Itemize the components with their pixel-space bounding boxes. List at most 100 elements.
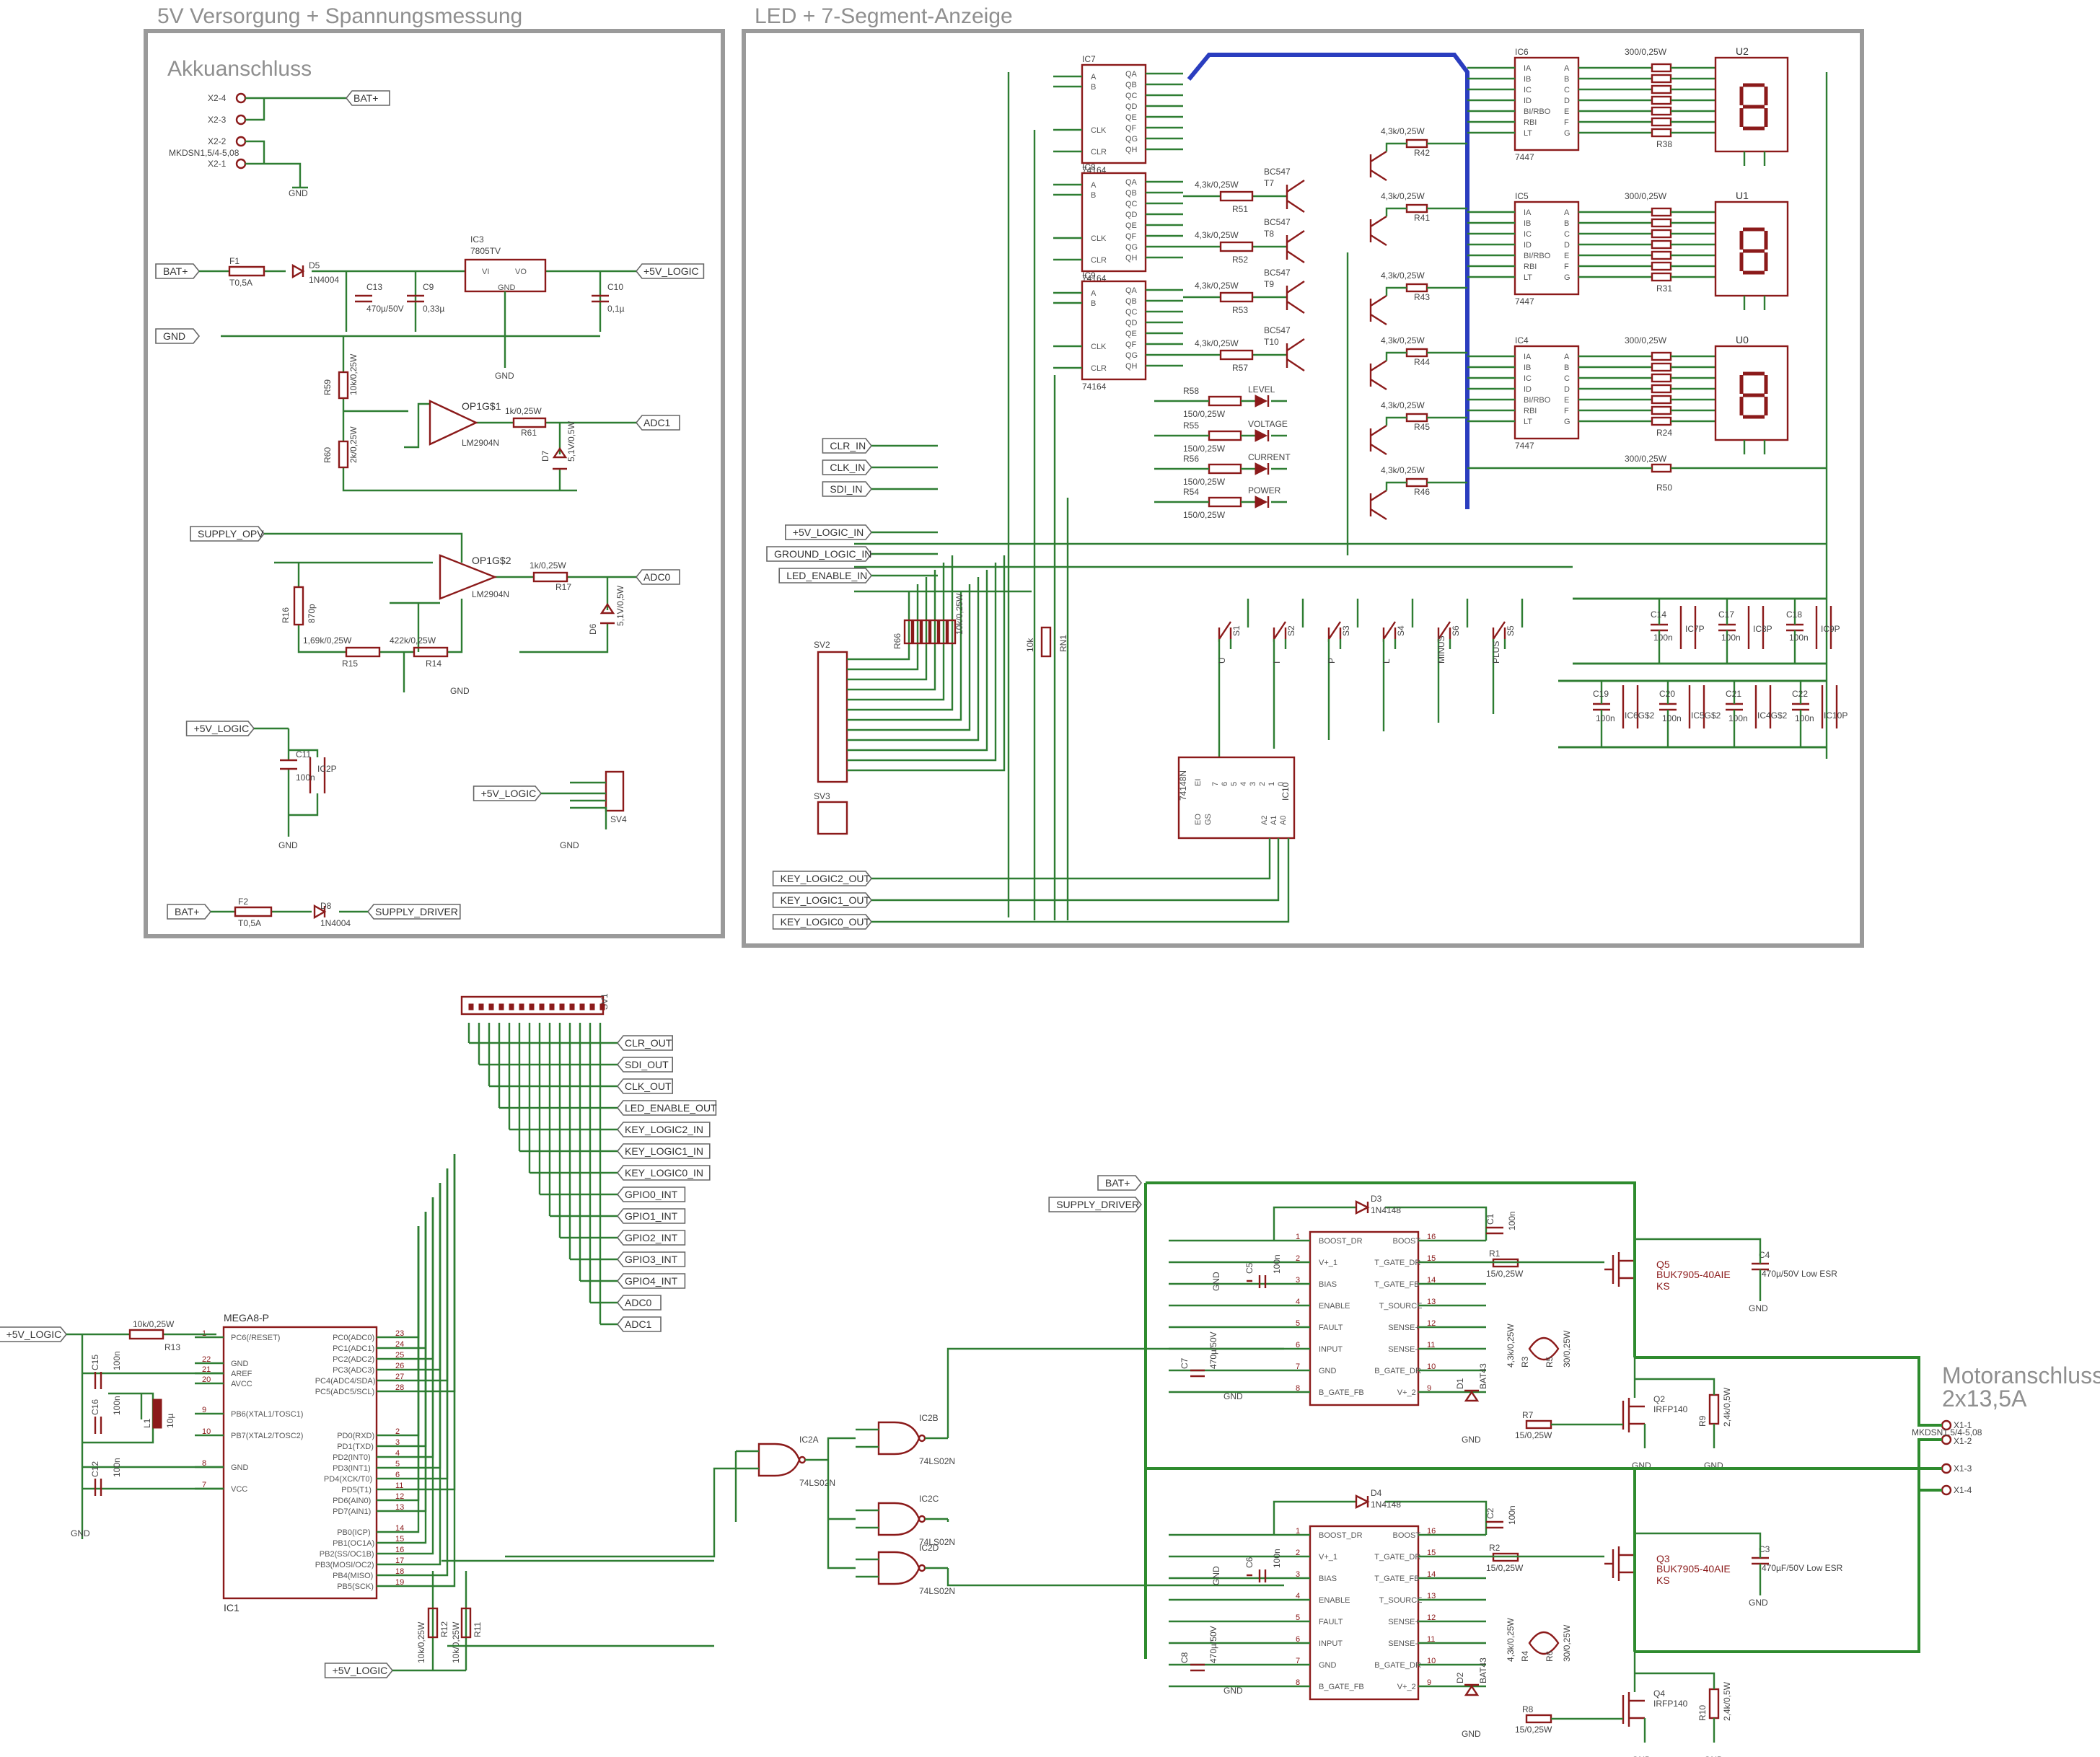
port-key-logic1-out: KEY_LOGIC1_OUT bbox=[772, 892, 873, 908]
battery-subtitle: Akkuanschluss bbox=[167, 57, 312, 81]
port-bat-plus-f1: BAT+ bbox=[155, 263, 201, 279]
svg-text:LT: LT bbox=[1524, 129, 1532, 138]
svg-text:5,1V/0,5W: 5,1V/0,5W bbox=[615, 585, 625, 626]
svg-text:QC: QC bbox=[1125, 92, 1138, 100]
key-p-button[interactable]: S3P bbox=[1327, 599, 1359, 740]
svg-text:300/0,25W: 300/0,25W bbox=[1625, 335, 1667, 345]
svg-text:4,3k/0,25W: 4,3k/0,25W bbox=[1381, 335, 1425, 345]
svg-text:GPIO1_INT: GPIO1_INT bbox=[625, 1210, 678, 1222]
svg-text:100n: 100n bbox=[1507, 1211, 1517, 1230]
supply-frame bbox=[144, 29, 725, 938]
svg-text:2: 2 bbox=[1296, 1549, 1300, 1557]
svg-text:IA: IA bbox=[1524, 353, 1532, 361]
svg-text:C13: C13 bbox=[366, 282, 382, 292]
svg-text:15/0,25W: 15/0,25W bbox=[1515, 1430, 1552, 1440]
svg-text:100n: 100n bbox=[1721, 633, 1741, 643]
svg-text:F1: F1 bbox=[229, 256, 240, 266]
svg-text:7: 7 bbox=[1296, 1657, 1300, 1665]
svg-text:F: F bbox=[1564, 118, 1569, 127]
svg-text:100n: 100n bbox=[112, 1351, 122, 1370]
key-i-button[interactable]: S2I bbox=[1272, 599, 1304, 749]
svg-text:A: A bbox=[1564, 353, 1570, 361]
svg-text:8: 8 bbox=[1296, 1678, 1300, 1687]
svg-text:10µ: 10µ bbox=[165, 1414, 175, 1428]
svg-text:QD: QD bbox=[1125, 102, 1138, 111]
svg-text:D: D bbox=[1564, 241, 1570, 250]
key-u-button[interactable]: S1U bbox=[1217, 599, 1249, 757]
mcu-section: SV1MEGA8-PIC1PC6(/RESET)1GND22AREF21AVCC… bbox=[66, 993, 618, 1672]
svg-text:D6: D6 bbox=[588, 623, 598, 635]
svg-text:BIAS: BIAS bbox=[1319, 1280, 1337, 1289]
motor-connector: Motoranschluss 2x13,5A X1-1 X1-2 X1-3 X1… bbox=[1146, 1356, 2100, 1653]
svg-text:GPIO0_INT: GPIO0_INT bbox=[625, 1189, 678, 1200]
svg-text:6: 6 bbox=[395, 1471, 400, 1479]
svg-text:D5: D5 bbox=[309, 260, 320, 270]
svg-text:C2: C2 bbox=[1485, 1507, 1495, 1519]
svg-text:10k/0,25W: 10k/0,25W bbox=[416, 1621, 426, 1663]
svg-text:C: C bbox=[1564, 230, 1570, 239]
svg-text:U: U bbox=[1217, 657, 1227, 664]
svg-text:QC: QC bbox=[1125, 200, 1138, 208]
svg-text:FAULT: FAULT bbox=[1319, 1324, 1343, 1332]
svg-text:B_GATE_DR: B_GATE_DR bbox=[1374, 1661, 1421, 1670]
svg-text:21: 21 bbox=[202, 1365, 211, 1374]
svg-text:6: 6 bbox=[1221, 782, 1229, 786]
microcontroller-ic1: MEGA8-PIC1PC6(/RESET)1GND22AREF21AVCC20P… bbox=[66, 1154, 483, 1672]
svg-text:3: 3 bbox=[1296, 1276, 1300, 1285]
svg-text:4: 4 bbox=[1239, 782, 1248, 786]
svg-text:R44: R44 bbox=[1414, 357, 1430, 367]
svg-text:4,3k/0,25W: 4,3k/0,25W bbox=[1381, 126, 1425, 136]
supply-frame-title: 5V Versorgung + Spannungsmessung bbox=[157, 4, 522, 28]
motor-title: Motoranschluss bbox=[1942, 1362, 2100, 1388]
svg-text:3: 3 bbox=[1249, 782, 1257, 786]
port--5v-logic-in: +5V_LOGIC_IN bbox=[785, 524, 873, 540]
svg-text:QH: QH bbox=[1125, 254, 1138, 263]
svg-text:12: 12 bbox=[1427, 1319, 1436, 1328]
svg-text:LEVEL: LEVEL bbox=[1248, 384, 1275, 395]
svg-text:KS: KS bbox=[1656, 1575, 1670, 1586]
svg-text:15: 15 bbox=[395, 1535, 404, 1544]
svg-text:X1-4: X1-4 bbox=[1954, 1485, 1972, 1495]
svg-text:12: 12 bbox=[395, 1492, 404, 1501]
svg-text:10: 10 bbox=[1427, 1362, 1436, 1371]
svg-text:1N4004: 1N4004 bbox=[320, 918, 351, 928]
svg-text:470µ/50V: 470µ/50V bbox=[366, 304, 404, 314]
port-clr-in: CLR_IN bbox=[822, 438, 873, 454]
svg-text:22: 22 bbox=[202, 1355, 211, 1364]
svg-text:LT: LT bbox=[1524, 273, 1532, 282]
svg-text:150/0,25W: 150/0,25W bbox=[1183, 510, 1226, 520]
svg-text:18: 18 bbox=[395, 1567, 404, 1576]
svg-text:MKDSN1,5/4-5,08: MKDSN1,5/4-5,08 bbox=[1912, 1427, 1982, 1437]
svg-text:A: A bbox=[1564, 64, 1570, 73]
svg-text:10: 10 bbox=[1427, 1657, 1436, 1665]
svg-text:IRFP140: IRFP140 bbox=[1653, 1404, 1688, 1414]
svg-text:SDI_OUT: SDI_OUT bbox=[625, 1059, 669, 1070]
svg-text:A1: A1 bbox=[1270, 816, 1278, 825]
svg-text:V+_1: V+_1 bbox=[1319, 1259, 1337, 1267]
svg-text:QA: QA bbox=[1125, 178, 1138, 187]
svg-text:D: D bbox=[1564, 385, 1570, 394]
svg-text:ADC1: ADC1 bbox=[643, 417, 671, 428]
svg-text:2,4k/0,5W: 2,4k/0,5W bbox=[1722, 1387, 1732, 1427]
svg-text:SV4: SV4 bbox=[610, 814, 627, 824]
svg-text:27: 27 bbox=[395, 1373, 404, 1381]
svg-text:V+_2: V+_2 bbox=[1397, 1388, 1416, 1397]
svg-text:PB5(SCK): PB5(SCK) bbox=[337, 1582, 374, 1591]
svg-text:QB: QB bbox=[1125, 81, 1137, 89]
key-l-button[interactable]: S4L bbox=[1381, 599, 1414, 731]
svg-text:GPIO4_INT: GPIO4_INT bbox=[625, 1275, 678, 1287]
svg-text:+5V_LOGIC: +5V_LOGIC bbox=[643, 265, 699, 277]
svg-text:4,3k/0,25W: 4,3k/0,25W bbox=[1195, 338, 1239, 348]
port-mcu-gpio4-int: GPIO4_INT bbox=[616, 1273, 686, 1289]
svg-text:SV3: SV3 bbox=[814, 791, 830, 801]
svg-text:R3: R3 bbox=[1520, 1356, 1530, 1368]
svg-text:G: G bbox=[1564, 129, 1570, 138]
